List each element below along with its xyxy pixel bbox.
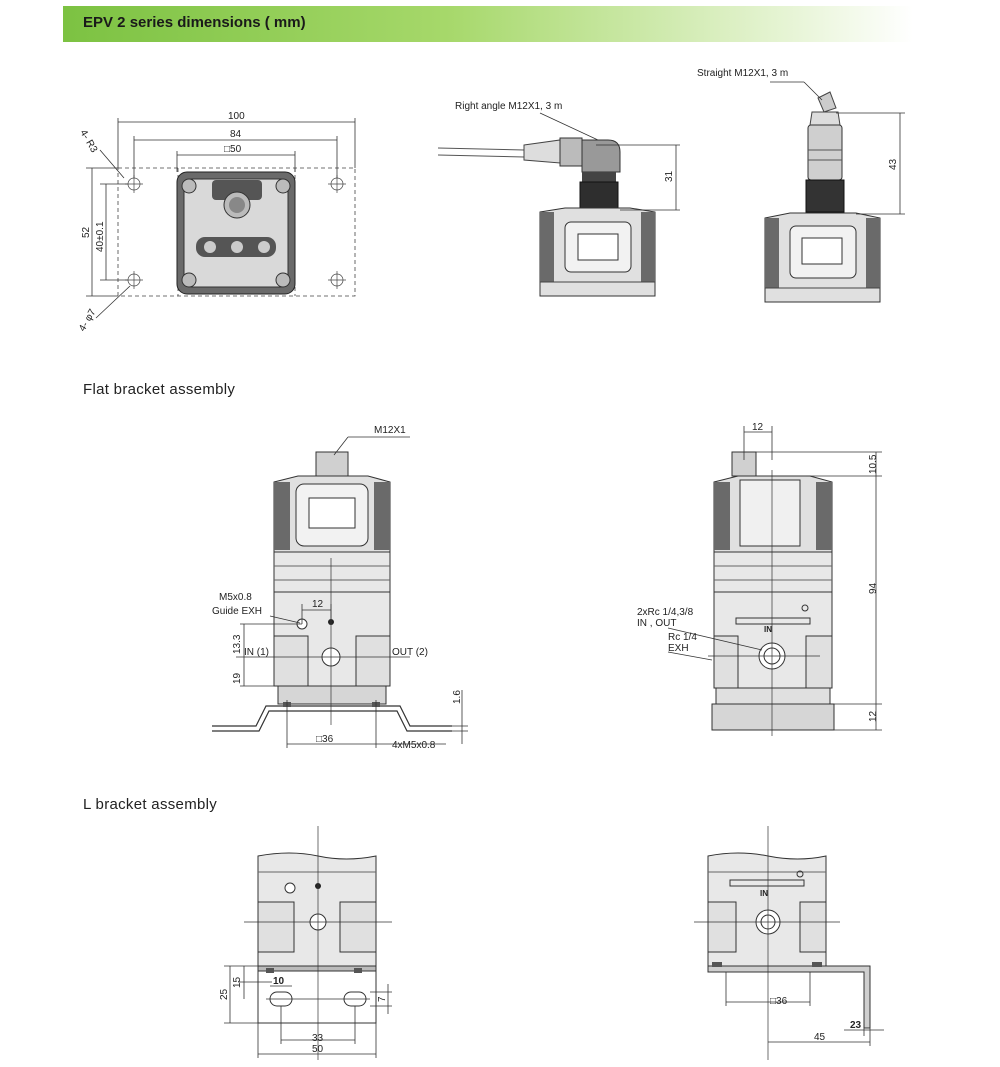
mount-holes-label: 4xM5x0.8 <box>392 740 436 751</box>
dim-23-label: 23 <box>850 1020 862 1031</box>
l-bracket-side-drawing: IN □36 23 45 <box>694 826 884 1060</box>
dim-43-label: 43 <box>888 158 899 170</box>
ports-label: 2xRc 1/4,3/8 <box>637 607 694 618</box>
dim-25-label: 25 <box>219 988 230 1000</box>
exh-label: EXH <box>668 643 689 654</box>
dim-19-label: 19 <box>232 672 243 684</box>
dim-45-label: 45 <box>814 1032 826 1043</box>
in-port-label: IN (1) <box>244 647 269 658</box>
hole-diameter-label: 4- φ7 <box>77 307 99 333</box>
rc-label: Rc 1/4 <box>668 632 697 643</box>
dim-12-label: 12 <box>312 599 324 610</box>
dim-31-label: 31 <box>664 170 675 182</box>
straight-connector-drawing: Straight M12X1, 3 m 43 <box>697 68 905 303</box>
dim-7-label: 7 <box>377 996 388 1002</box>
section-title-flat-bracket: Flat bracket assembly <box>83 381 236 398</box>
guide-exh-label: Guide EXH <box>212 606 262 617</box>
corner-radius-label: 4- R3 <box>77 128 99 155</box>
dim-36-label: □36 <box>316 734 334 745</box>
dim-94-label: 94 <box>868 582 879 594</box>
out-port-label: OUT (2) <box>392 647 428 658</box>
right-angle-connector-drawing: Right angle M12X1, 3 m 31 <box>437 101 680 297</box>
dim-84-label: 84 <box>230 129 242 140</box>
straight-label: Straight M12X1, 3 m <box>697 68 788 79</box>
mount-hole <box>328 271 346 289</box>
section-title-l-bracket: L bracket assembly <box>83 796 218 813</box>
dim-10-5-label: 10.5 <box>868 454 879 474</box>
dim-52-label: 52 <box>81 226 92 238</box>
l-dim-50-label: 50 <box>312 1044 324 1055</box>
dim-13-3-label: 13.3 <box>232 634 243 654</box>
dim-15-label: 15 <box>232 976 243 988</box>
l-dim-36-label: □36 <box>770 996 788 1007</box>
dim-1-6-label: 1.6 <box>452 690 463 704</box>
in-out-label: IN , OUT <box>637 618 676 629</box>
side-dim-12b-label: 12 <box>868 710 879 722</box>
side-dim-12-label: 12 <box>752 422 764 433</box>
header-banner: EPV 2 series dimensions ( mm) <box>63 6 913 42</box>
dim-40-label: 40±0.1 <box>95 221 106 252</box>
dim-100-label: 100 <box>228 111 245 122</box>
m5-label: M5x0.8 <box>219 592 252 603</box>
in-mark: IN <box>764 625 772 634</box>
flat-bracket-front-drawing: M12X1 M5x0.8 Guide EXH 12 13.3 IN (1) OU… <box>212 425 468 751</box>
dim-50-label: □50 <box>224 144 242 155</box>
top-view-drawing: 100 84 □50 52 40±0.1 4- R3 4- φ7 <box>77 111 356 334</box>
dim-10-label: 10 <box>273 976 285 987</box>
m12-label: M12X1 <box>374 425 406 436</box>
dim-33-label: 33 <box>312 1033 324 1044</box>
flat-bracket-side-drawing: IN 12 10.5 94 12 2xRc 1/4,3/8 IN , OUT R… <box>637 422 882 736</box>
right-angle-label: Right angle M12X1, 3 m <box>455 101 562 112</box>
l-bracket-front-drawing: 25 15 10 7 33 50 <box>219 826 392 1060</box>
l-in-mark: IN <box>760 889 768 898</box>
page-title: EPV 2 series dimensions ( mm) <box>83 14 306 31</box>
